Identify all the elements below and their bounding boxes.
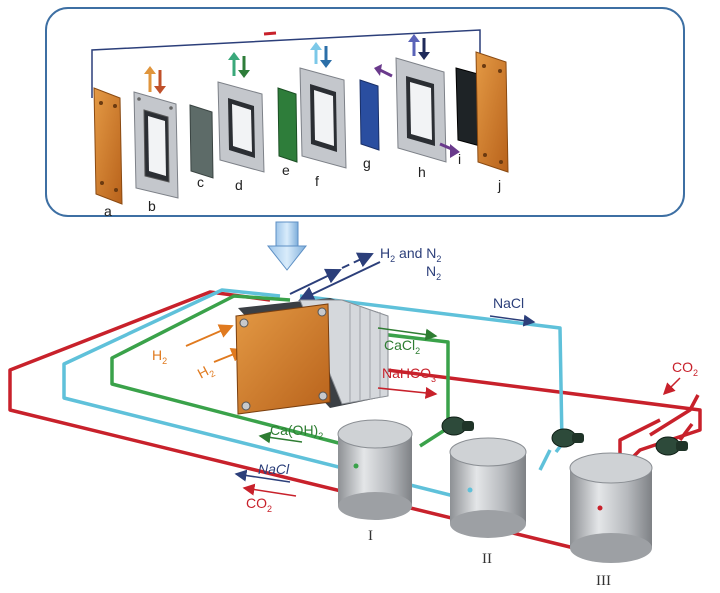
end-plate-a [93, 87, 123, 205]
big-down-arrow-icon [266, 221, 308, 271]
label-n2: N2 [426, 263, 441, 282]
label-co2-right: CO2 [672, 359, 698, 378]
gas-lines [289, 252, 381, 302]
arrows-d [228, 52, 250, 78]
external-wire [91, 29, 481, 98]
label-co2-left: CO2 [246, 495, 272, 514]
arrows-b [144, 66, 166, 94]
frame-h [395, 57, 447, 163]
membrane-e [277, 87, 298, 163]
frame-f [299, 67, 347, 169]
label-nacl-top: NaCl [493, 295, 524, 311]
exploded-view-panel: a b c d e f g h i j [45, 7, 685, 219]
membrane-c [189, 104, 214, 179]
label-b: b [148, 198, 156, 214]
stream-arrows [234, 314, 681, 497]
pump-icon [655, 436, 688, 456]
label-h2-inlet-2: H2 [195, 360, 217, 384]
frame-d [217, 81, 265, 173]
end-plate-j [475, 51, 509, 173]
electrochemical-stack [235, 298, 389, 415]
wire-resistor-mark [263, 31, 277, 36]
tank-label-3: III [596, 573, 611, 589]
label-d: d [235, 177, 243, 193]
arrows-f [310, 42, 332, 68]
label-g: g [363, 155, 371, 171]
label-h: h [418, 164, 426, 180]
tank-3 [569, 452, 653, 563]
label-a: a [104, 203, 112, 219]
label-h2-and-n2: H2 and N2 [380, 245, 441, 264]
label-i: i [458, 151, 461, 167]
label-nahco3: NaHCO3 [382, 365, 436, 384]
label-j: j [497, 177, 501, 193]
label-nacl-bottom: NaCl [258, 461, 290, 477]
membrane-g [359, 79, 380, 151]
label-cacl2: CaCl2 [384, 337, 420, 356]
tank-label-2: II [482, 551, 492, 567]
label-e: e [282, 162, 290, 178]
label-h2-inlet-1: H2 [152, 347, 167, 366]
label-caoh2: Ca(OH)2 [270, 422, 323, 441]
pump-icon [441, 416, 474, 436]
frame-b [133, 91, 179, 199]
tank-1 [337, 419, 413, 520]
arrows-h [374, 34, 460, 158]
label-c: c [197, 174, 204, 190]
h2-inlet-lines [185, 324, 246, 363]
tank-2 [449, 437, 527, 538]
tank-label-1: I [368, 528, 373, 544]
label-f: f [315, 173, 319, 189]
pump-icon [551, 428, 584, 448]
stack-front-plate [235, 303, 331, 415]
